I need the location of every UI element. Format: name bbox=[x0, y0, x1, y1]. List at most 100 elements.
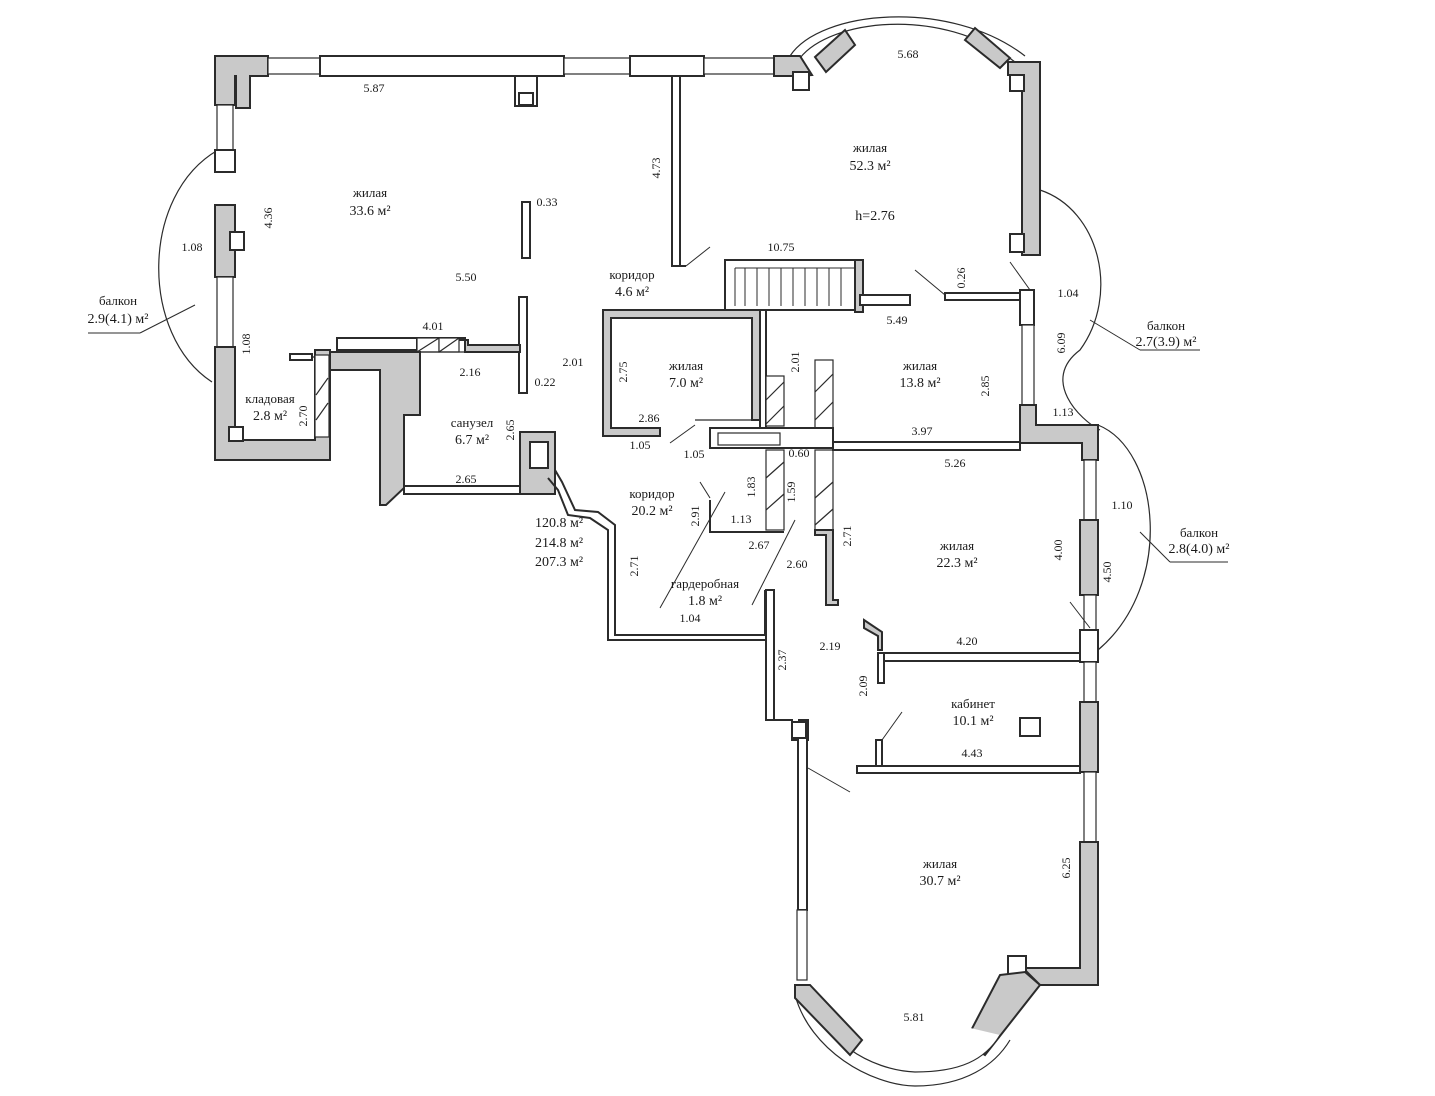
closet-2-diag bbox=[814, 373, 834, 393]
south-west-window bbox=[796, 909, 808, 981]
closet-3-diag bbox=[765, 461, 785, 479]
dim-4-20: 4.20 bbox=[957, 634, 978, 648]
dim-1-13b: 1.13 bbox=[731, 512, 752, 526]
storage-door-hatch2 bbox=[315, 402, 329, 421]
wall-397 bbox=[832, 441, 1021, 451]
office-col bbox=[1019, 717, 1041, 737]
dim-1-83: 1.83 bbox=[744, 477, 758, 498]
dim-0-26: 0.26 bbox=[954, 268, 968, 289]
east-bay-leader-2 bbox=[1069, 601, 1091, 629]
bay-arc-top-outer bbox=[789, 16, 1026, 57]
balcony-east1-area: 2.7(3.9) м² bbox=[1136, 335, 1197, 350]
dim-2-09: 2.09 bbox=[856, 676, 870, 697]
dim-0-33: 0.33 bbox=[537, 195, 558, 209]
east-pier-office bbox=[1079, 701, 1099, 773]
door-swing-026 bbox=[914, 269, 946, 296]
door-swing-south bbox=[807, 767, 851, 793]
north-window-2 bbox=[563, 57, 631, 75]
south-bay-pier-left bbox=[794, 984, 864, 1057]
wardrobe-walls bbox=[709, 500, 784, 533]
dim-2-71b: 2.71 bbox=[840, 526, 854, 547]
south-east-window bbox=[1083, 771, 1097, 843]
corridor-south-walls-inner bbox=[547, 477, 773, 641]
balcony-west-name: балкон bbox=[99, 293, 137, 308]
total-area-3: 207.3 м² bbox=[535, 555, 583, 570]
wardrobe-leader-1 bbox=[659, 491, 726, 609]
room-bathroom-area: 6.7 м² bbox=[455, 433, 489, 448]
east-bay-leader bbox=[1009, 261, 1031, 291]
bath-shaft bbox=[529, 441, 549, 469]
closet-3-diag2 bbox=[765, 493, 785, 511]
bay-pier-1 bbox=[813, 28, 857, 74]
south-entry-col bbox=[791, 721, 807, 739]
door-swing-corridor bbox=[685, 246, 711, 267]
partition-033 bbox=[521, 201, 531, 259]
dim-2-65b: 2.65 bbox=[456, 472, 477, 486]
bay-col-left bbox=[792, 71, 810, 91]
balcony-west-area: 2.9(4.1) м² bbox=[88, 312, 149, 327]
dim-1-13a: 1.13 bbox=[1053, 405, 1074, 419]
dim-4-73: 4.73 bbox=[649, 158, 663, 179]
room-office-name: кабинет bbox=[951, 696, 995, 711]
bay-col-right bbox=[1009, 74, 1025, 92]
corridor-wall-473 bbox=[671, 75, 681, 267]
closet-1-diag bbox=[765, 381, 785, 401]
room-living1-name: жилая bbox=[352, 185, 387, 200]
dim-5-68: 5.68 bbox=[898, 47, 919, 61]
dim-2-85: 2.85 bbox=[978, 376, 992, 397]
bath-wall-top bbox=[336, 337, 418, 351]
west-col-1 bbox=[229, 231, 245, 251]
dim-4-36: 4.36 bbox=[261, 208, 275, 229]
south-bay-arc-outer bbox=[794, 994, 1011, 1087]
east-balcony-1-leader bbox=[1089, 319, 1141, 351]
dim-2-01a: 2.01 bbox=[563, 355, 584, 369]
room-living3-area: 7.0 м² bbox=[669, 376, 703, 391]
room-corridor1-name: коридор bbox=[609, 267, 654, 282]
office-west-wall bbox=[863, 618, 883, 651]
storage-col bbox=[228, 426, 244, 442]
wardrobe-wall-right bbox=[814, 529, 839, 606]
west-window-1 bbox=[216, 104, 234, 151]
dim-10-75: 10.75 bbox=[768, 240, 795, 254]
bath-west-wall bbox=[329, 351, 421, 506]
dim-2-75: 2.75 bbox=[616, 362, 630, 383]
dim-2-16: 2.16 bbox=[460, 365, 481, 379]
north-window-1 bbox=[267, 57, 321, 75]
storage-door bbox=[314, 354, 330, 438]
east-balcony-2-outline bbox=[1097, 424, 1151, 651]
dim-1-04a: 1.04 bbox=[1058, 286, 1079, 300]
dim-5-50: 5.50 bbox=[456, 270, 477, 284]
room-living6-name: жилая bbox=[922, 856, 957, 871]
bay-col-right-2 bbox=[1009, 233, 1025, 253]
dim-5-87: 5.87 bbox=[364, 81, 385, 95]
wardrobe-leader-2 bbox=[751, 519, 796, 606]
closet-3 bbox=[765, 449, 785, 531]
dim-5-49: 5.49 bbox=[887, 313, 908, 327]
dim-0-60: 0.60 bbox=[789, 446, 810, 460]
dim-0-22: 0.22 bbox=[535, 375, 556, 389]
north-wall-left bbox=[214, 55, 269, 109]
wall-026 bbox=[944, 292, 1021, 301]
dim-3-97: 3.97 bbox=[912, 424, 933, 438]
staircase bbox=[724, 259, 911, 313]
west-balcony-outline bbox=[158, 149, 219, 383]
dim-1-05b: 1.05 bbox=[684, 447, 705, 461]
room-living5-area: 22.3 м² bbox=[936, 556, 977, 571]
room-living2-height: h=2.76 bbox=[855, 209, 894, 224]
total-area-2: 214.8 м² bbox=[535, 536, 583, 551]
dim-1-05a: 1.05 bbox=[630, 438, 651, 452]
door-swing-office bbox=[881, 711, 903, 741]
dim-2-01b: 2.01 bbox=[788, 352, 802, 373]
room-22-west-wall bbox=[825, 600, 838, 606]
east-pier-110 bbox=[1079, 519, 1099, 596]
office-west-v-2 bbox=[875, 739, 883, 769]
room-living1-area: 33.6 м² bbox=[349, 204, 390, 219]
closet-2-diag2 bbox=[814, 401, 834, 421]
dim-2-19: 2.19 bbox=[820, 639, 841, 653]
west-window-2 bbox=[216, 276, 234, 348]
room-living4-name: жилая bbox=[902, 358, 937, 373]
storage-door-stop bbox=[289, 353, 313, 361]
dim-1-08b: 1.08 bbox=[239, 334, 253, 355]
room-office-area: 10.1 м² bbox=[952, 714, 993, 729]
room-living5-name: жилая bbox=[939, 538, 974, 553]
